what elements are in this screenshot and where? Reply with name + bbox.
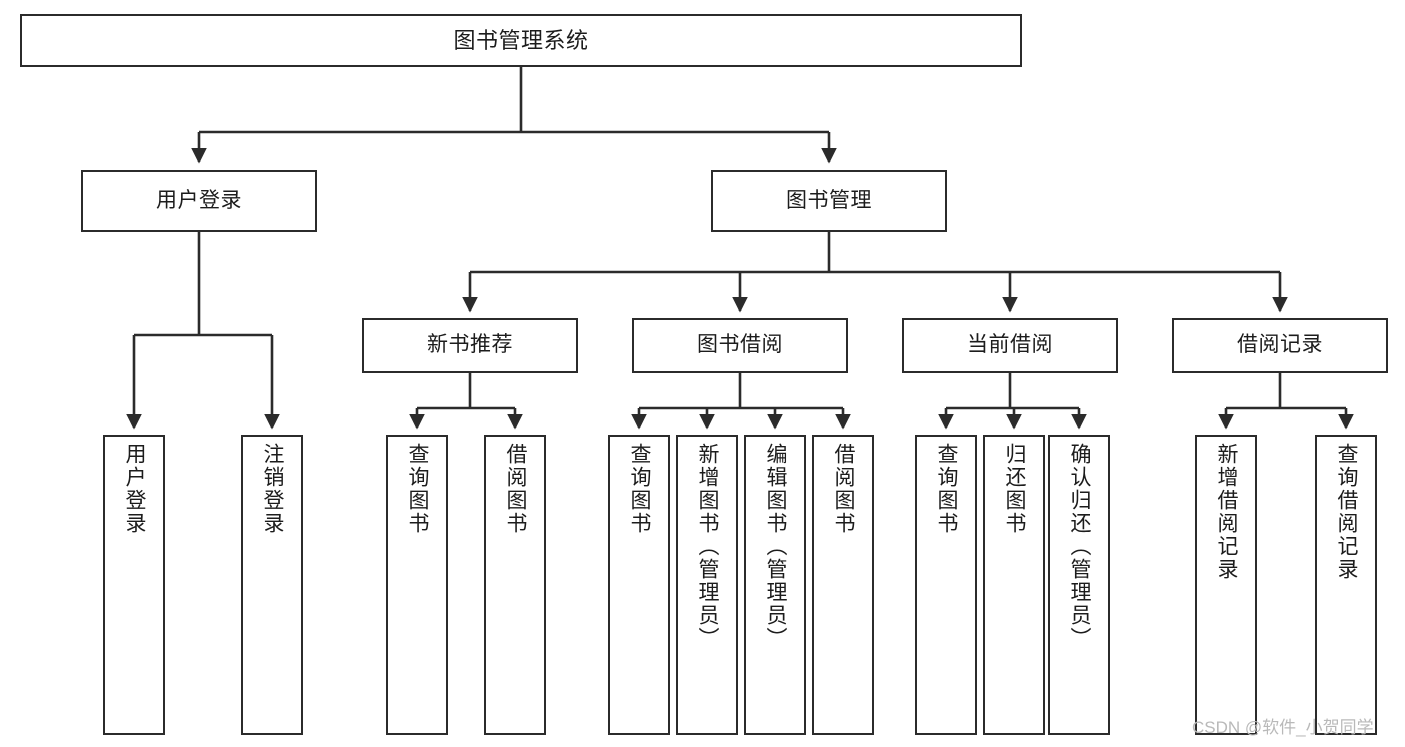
node-leaf-query-book-2[interactable]: 查询图书 [608, 435, 670, 735]
node-new-book-recommend[interactable]: 新书推荐 [362, 318, 578, 373]
node-leaf-return-book-label: 归还图书 [1003, 443, 1027, 535]
node-leaf-logout-login-label: 注销登录 [261, 443, 285, 535]
node-leaf-borrow-book-1[interactable]: 借阅图书 [484, 435, 546, 735]
node-borrow-record-label: 借阅记录 [1237, 333, 1323, 357]
node-leaf-query-book-1-label: 查询图书 [406, 443, 430, 535]
node-leaf-query-book-2-label: 查询图书 [628, 443, 652, 535]
node-leaf-confirm-return[interactable]: 确认归还（管理员） [1048, 435, 1110, 735]
node-leaf-borrow-book-2-label: 借阅图书 [832, 443, 856, 535]
node-leaf-user-login[interactable]: 用户登录 [103, 435, 165, 735]
node-leaf-return-book[interactable]: 归还图书 [983, 435, 1045, 735]
node-leaf-borrow-book-2[interactable]: 借阅图书 [812, 435, 874, 735]
node-book-manage[interactable]: 图书管理 [711, 170, 947, 232]
node-root-system[interactable]: 图书管理系统 [20, 14, 1022, 67]
node-new-book-recommend-label: 新书推荐 [427, 333, 513, 357]
node-user-login[interactable]: 用户登录 [81, 170, 317, 232]
node-current-borrow[interactable]: 当前借阅 [902, 318, 1118, 373]
node-leaf-query-book-1[interactable]: 查询图书 [386, 435, 448, 735]
node-book-borrow[interactable]: 图书借阅 [632, 318, 848, 373]
node-leaf-user-login-label: 用户登录 [123, 443, 147, 535]
node-borrow-record[interactable]: 借阅记录 [1172, 318, 1388, 373]
node-leaf-logout-login[interactable]: 注销登录 [241, 435, 303, 735]
node-leaf-confirm-return-label: 确认归还（管理员） [1068, 443, 1092, 650]
node-leaf-query-book-3-label: 查询图书 [935, 443, 959, 535]
node-root-system-label: 图书管理系统 [453, 27, 589, 53]
node-leaf-add-book-label: 新增图书（管理员） [696, 443, 720, 650]
node-leaf-edit-book-label: 编辑图书（管理员） [764, 443, 788, 650]
node-current-borrow-label: 当前借阅 [967, 333, 1053, 357]
node-leaf-query-record[interactable]: 查询借阅记录 [1315, 435, 1377, 735]
node-leaf-query-record-label: 查询借阅记录 [1335, 443, 1359, 581]
node-leaf-query-book-3[interactable]: 查询图书 [915, 435, 977, 735]
node-book-borrow-label: 图书借阅 [697, 333, 783, 357]
node-user-login-label: 用户登录 [156, 188, 242, 212]
node-leaf-add-record-label: 新增借阅记录 [1215, 443, 1239, 581]
node-leaf-borrow-book-1-label: 借阅图书 [504, 443, 528, 535]
node-leaf-edit-book[interactable]: 编辑图书（管理员） [744, 435, 806, 735]
node-leaf-add-record[interactable]: 新增借阅记录 [1195, 435, 1257, 735]
node-book-manage-label: 图书管理 [786, 188, 872, 212]
node-leaf-add-book[interactable]: 新增图书（管理员） [676, 435, 738, 735]
csdn-watermark: CSDN @软件_小贺同学 [1192, 718, 1374, 737]
